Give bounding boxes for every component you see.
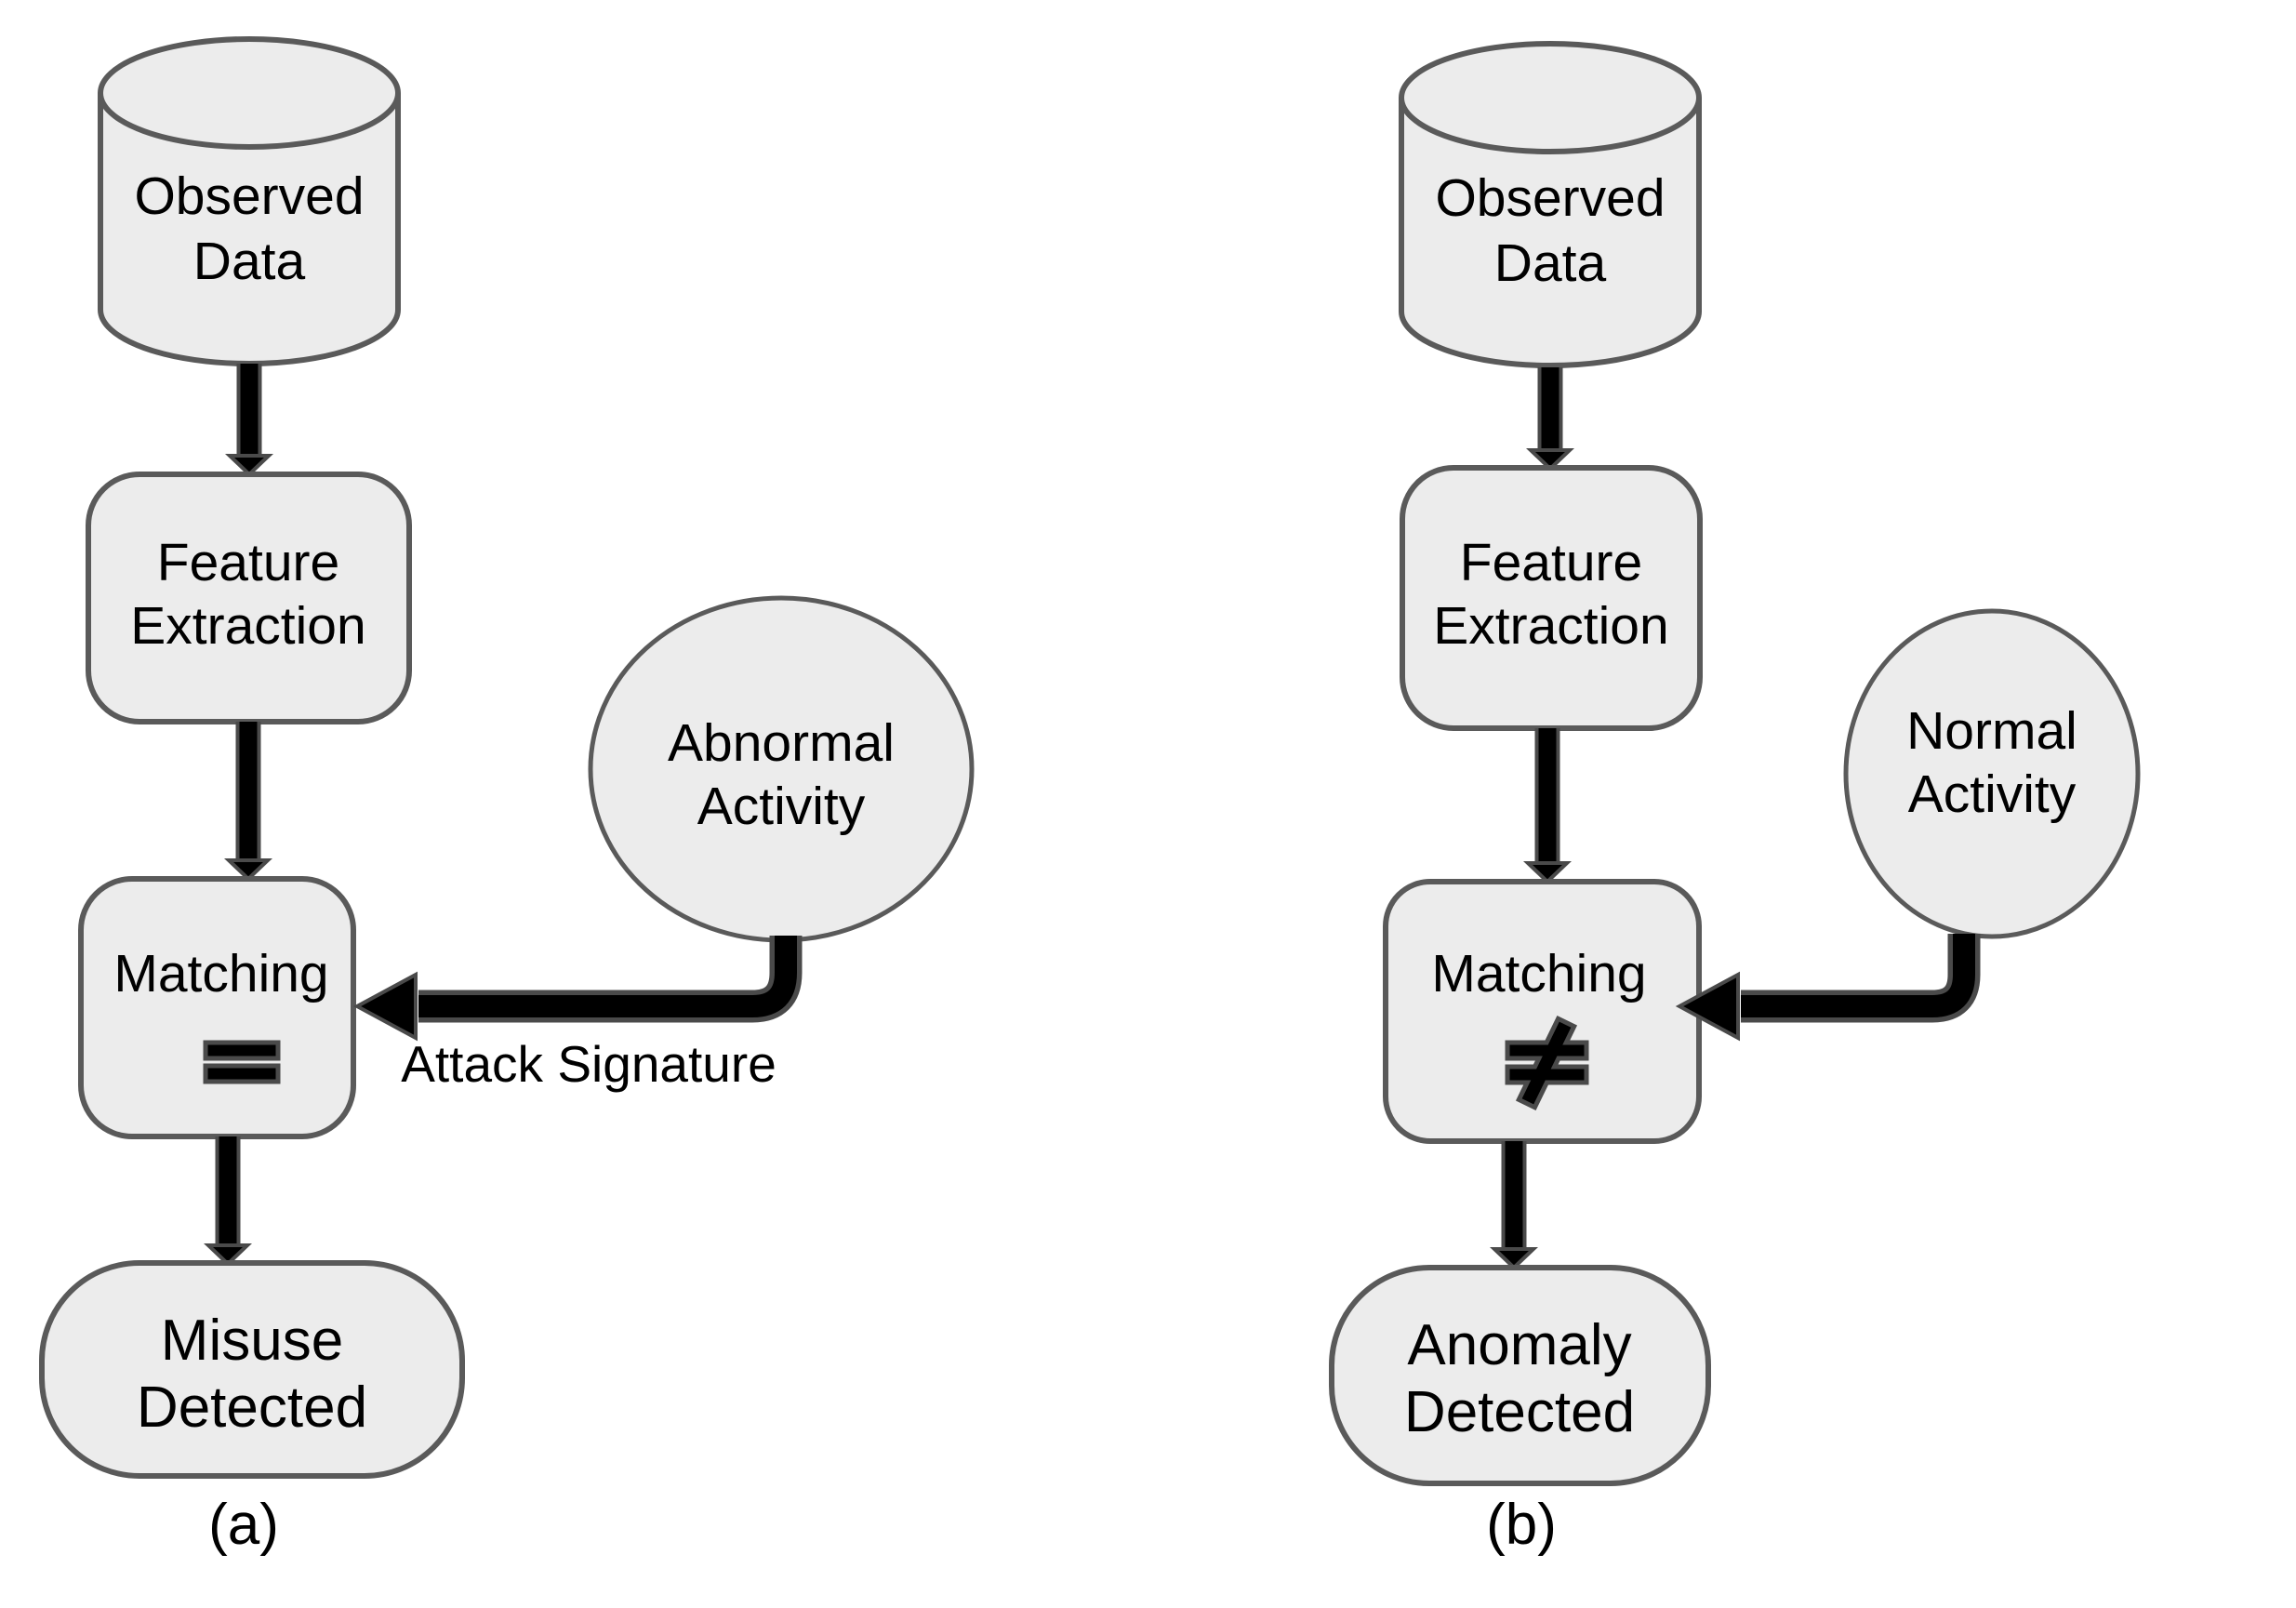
node-abnormal-activity-a: Abnormal Activity: [588, 595, 975, 943]
matching-label: Matching: [1431, 944, 1646, 1003]
arrow-observed-to-feature-a: [225, 364, 273, 477]
node-matching-b: Matching: [1383, 879, 1702, 1144]
feature-extraction-label-line2: Extraction: [1433, 596, 1668, 656]
node-matching-a: Matching: [78, 876, 356, 1139]
matching-label: Matching: [113, 944, 328, 1003]
misuse-detected-label-line2: Detected: [137, 1375, 367, 1440]
arrow-head: [1523, 861, 1572, 884]
caption-a: (a): [208, 1493, 279, 1557]
arrow-head: [1675, 971, 1740, 1042]
arrow-head: [1526, 448, 1574, 472]
elbow-shaft: [418, 936, 797, 1017]
equals-icon: [203, 1040, 281, 1084]
diagram-a-misuse-detection: Observed Data Feature Extraction Matchin…: [39, 36, 975, 1557]
misuse-detected-label-line1: Misuse: [161, 1309, 343, 1373]
cylinder-top: [1399, 41, 1702, 154]
normal-activity-label-line1: Normal: [1906, 701, 2077, 761]
arrow-matching-to-anomaly-b: [1490, 1141, 1538, 1270]
node-anomaly-detected-b: Anomaly Detected: [1329, 1265, 1711, 1486]
equals-bar-top: [203, 1040, 281, 1061]
anomaly-detected-label-line2: Detected: [1404, 1380, 1635, 1444]
diagram-b-anomaly-detection: Observed Data Feature Extraction Matchin…: [1329, 41, 2141, 1557]
process-box: [78, 876, 356, 1139]
process-box: [1383, 879, 1702, 1144]
cylinder-body: [1399, 98, 1702, 368]
not-equals-icon: [1505, 1015, 1589, 1111]
node-observed-data-a: Observed Data: [98, 36, 401, 366]
observed-data-label-line1: Observed: [134, 166, 364, 226]
observed-data-label-line1: Observed: [1435, 168, 1665, 228]
arrow-observed-to-feature-b: [1526, 367, 1574, 472]
abnormal-activity-label-line2: Activity: [697, 777, 866, 836]
arrow-head: [352, 971, 418, 1042]
not-equals-slash: [1521, 1021, 1572, 1105]
node-feature-extraction-a: Feature Extraction: [86, 472, 412, 724]
feature-extraction-label-line2: Extraction: [130, 596, 365, 656]
terminator-box: [39, 1260, 465, 1479]
observed-data-label-line2: Data: [1494, 233, 1607, 293]
elbow-shaft: [1741, 934, 1975, 1017]
node-normal-activity-b: Normal Activity: [1843, 608, 2141, 939]
arrow-normal-to-matching-b: [1675, 934, 1981, 1042]
node-feature-extraction-b: Feature Extraction: [1400, 465, 1703, 731]
arrow-feature-to-matching-b: [1523, 728, 1572, 884]
anomaly-detected-label-line1: Anomaly: [1407, 1313, 1631, 1377]
node-observed-data-b: Observed Data: [1399, 41, 1702, 368]
feature-extraction-label-line1: Feature: [157, 533, 339, 592]
activity-circle: [1843, 608, 2141, 939]
observed-data-label-line2: Data: [193, 232, 306, 291]
caption-b: (b): [1486, 1493, 1557, 1557]
arrow-head: [1490, 1247, 1538, 1270]
arrow-abnormal-to-matching-a: [352, 936, 803, 1042]
arrow-head: [204, 1243, 252, 1267]
terminator-box: [1329, 1265, 1711, 1486]
equals-bar-bottom: [203, 1063, 281, 1084]
arrow-head: [224, 858, 272, 882]
arrow-feature-to-matching-a: [224, 722, 272, 882]
arrow-head: [225, 454, 273, 477]
cylinder-top: [98, 36, 401, 150]
feature-extraction-label-line1: Feature: [1460, 533, 1642, 592]
attack-signature-label: Attack Signature: [401, 1035, 776, 1093]
arrow-matching-to-misuse-a: [204, 1136, 252, 1267]
abnormal-activity-label-line1: Abnormal: [668, 713, 895, 773]
normal-activity-label-line2: Activity: [1908, 764, 2077, 824]
node-misuse-detected-a: Misuse Detected: [39, 1260, 465, 1479]
